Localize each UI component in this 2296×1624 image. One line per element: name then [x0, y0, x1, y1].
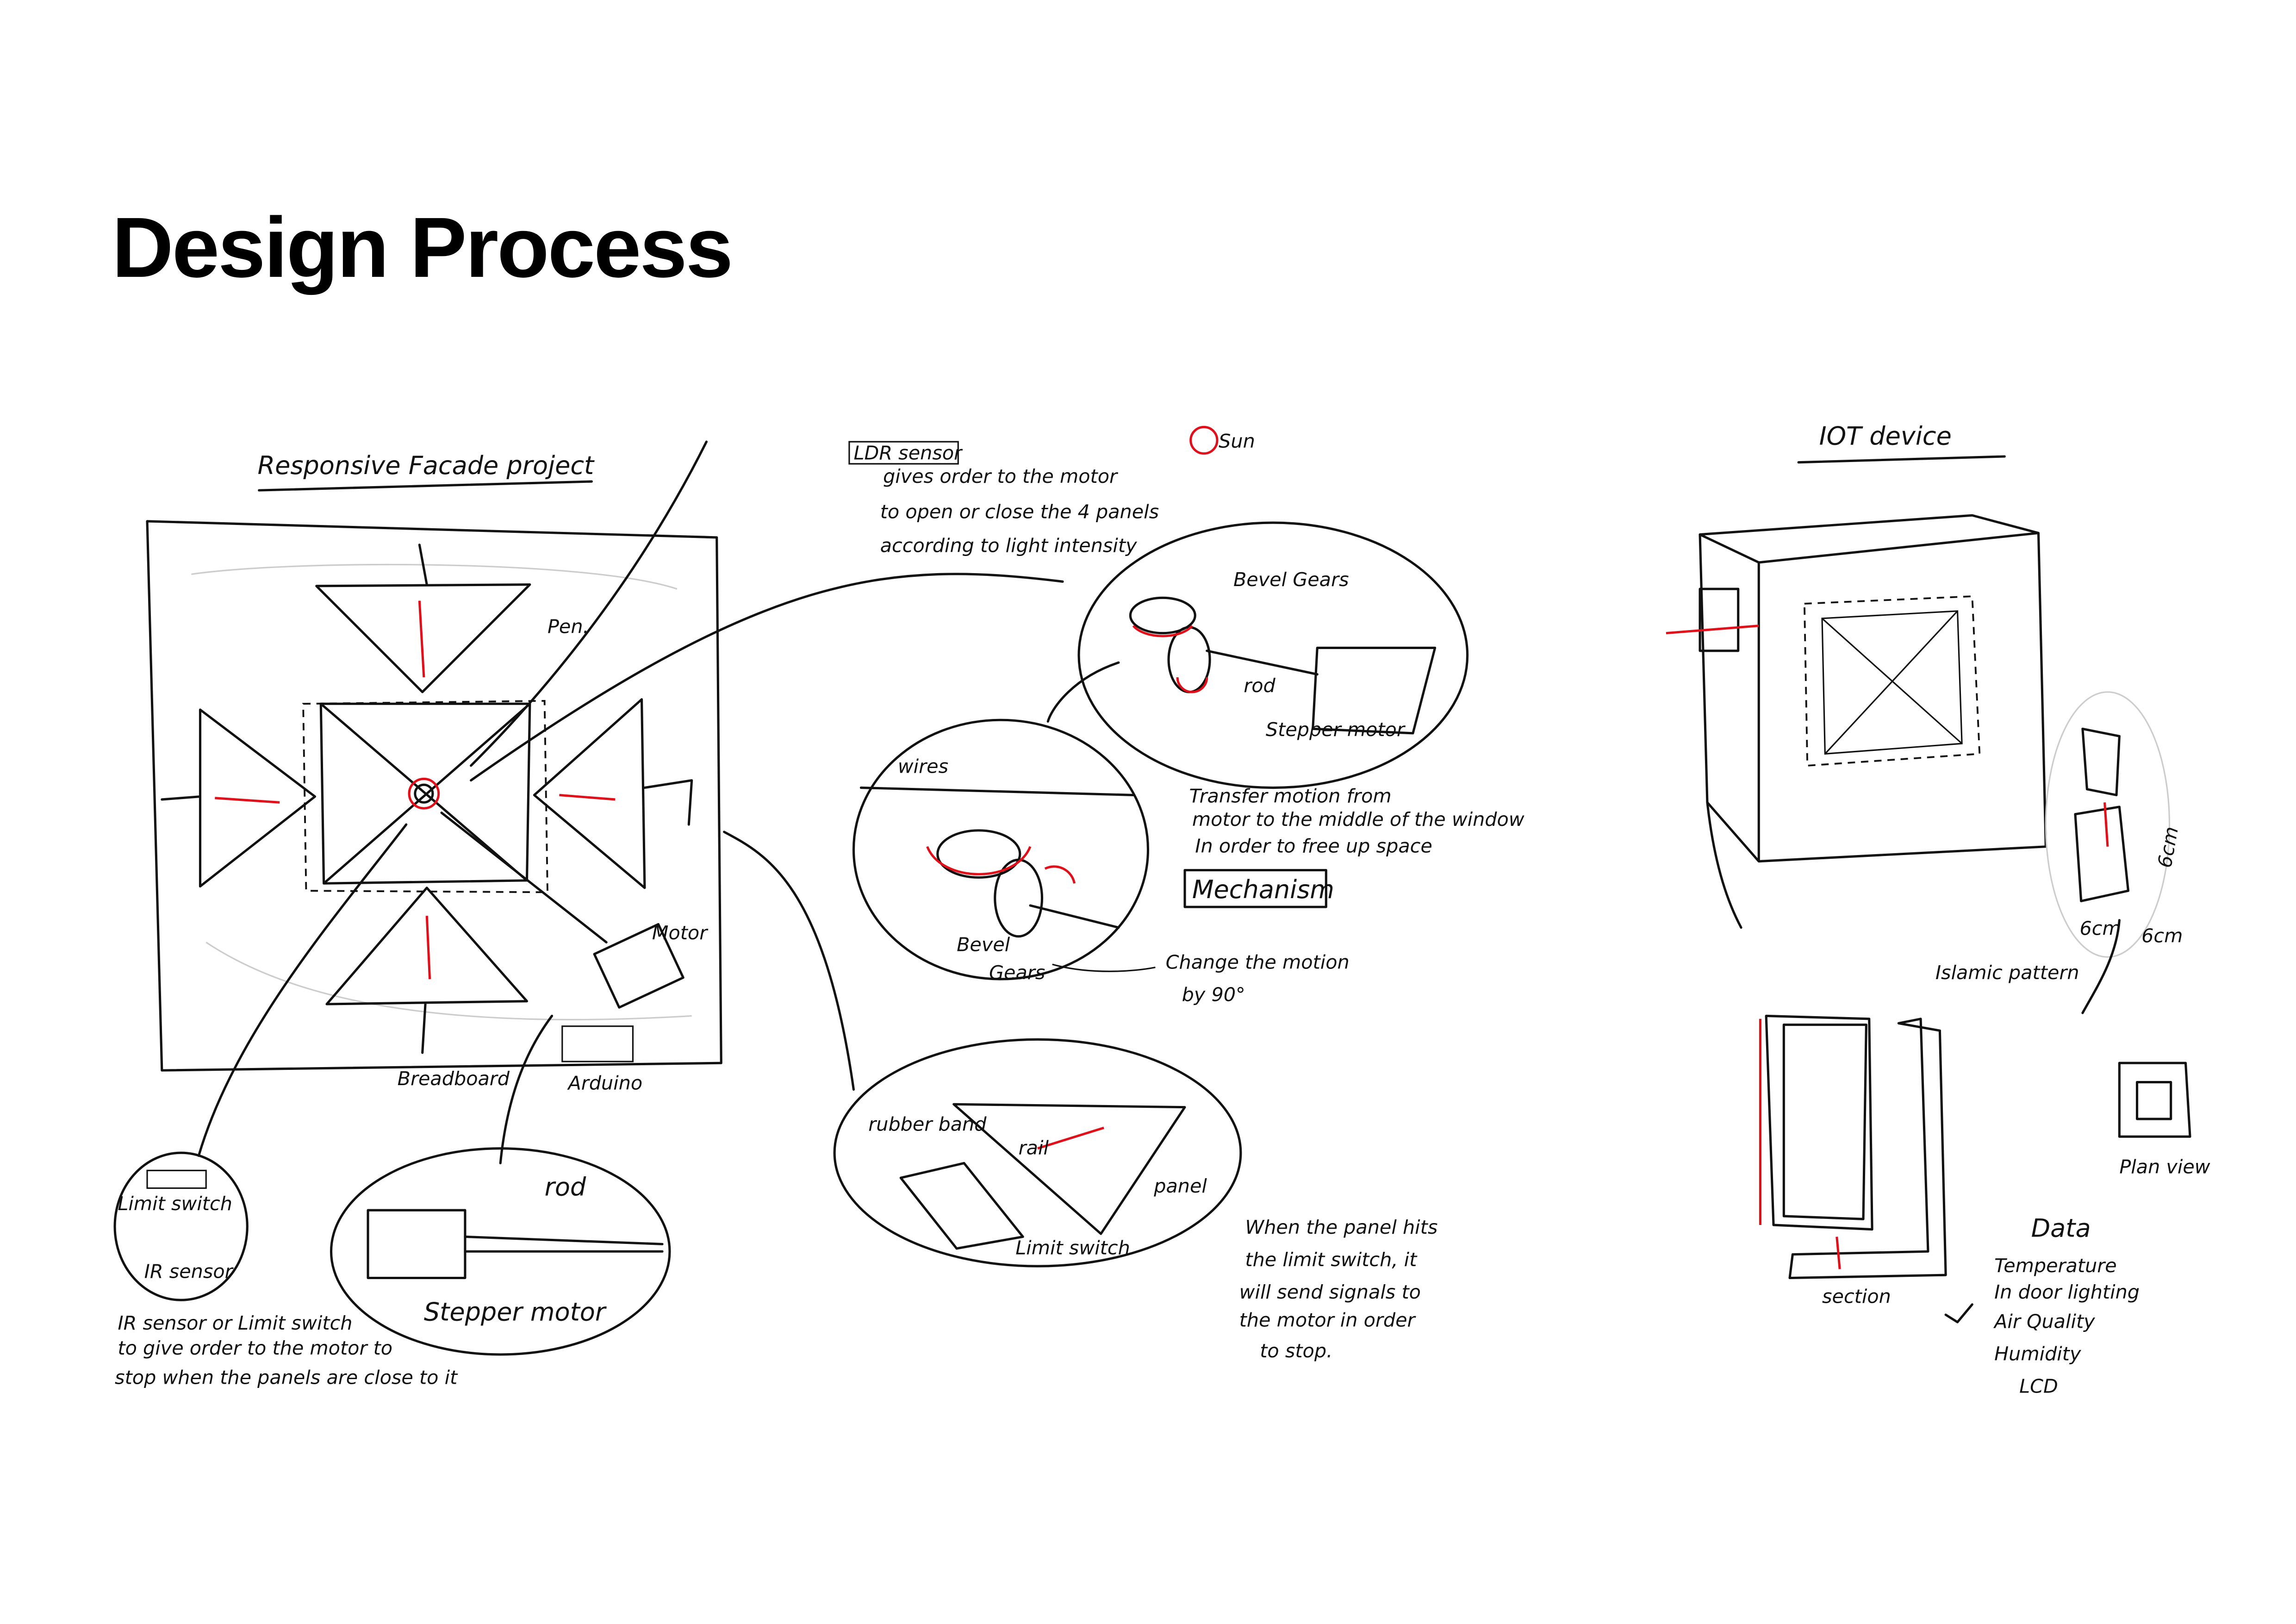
panel-limit-switch-sketch: rubber band rail panel Limit switch When…: [723, 831, 1437, 1362]
check-mark-icon: [1944, 1303, 1973, 1324]
ldr-note: LDR sensor gives order to the motor to o…: [470, 425, 1255, 782]
section-label: section: [1822, 1286, 1891, 1308]
stepper-rod-label: rod: [545, 1172, 586, 1201]
dim-1: 6cm: [2080, 918, 2121, 940]
dim-3: 6cm: [2153, 825, 2183, 869]
mechanism-sketch: wires Bevel Gears Mechanism Change the m…: [852, 718, 1350, 1006]
sensor-note-3: stop when the panels are close to it: [115, 1366, 458, 1388]
ldr-line-3: according to light intensity: [880, 535, 1137, 557]
data-item-humidity: Humidity: [1994, 1343, 2081, 1365]
facade-heading: Responsive Facade project: [258, 451, 595, 480]
bevel-gears-label: Bevel Gears: [1233, 568, 1349, 591]
stepper-motor-caption: Stepper motor: [424, 1298, 607, 1327]
rail-label: rail: [1019, 1137, 1049, 1159]
mechanism-heading: Mechanism: [1192, 875, 1334, 904]
wires-label: wires: [898, 756, 948, 778]
iot-heading: IOT device: [1819, 422, 1952, 451]
bevel-label: Bevel: [957, 934, 1010, 956]
stepper-detail-sketch: rod Stepper motor: [330, 1014, 671, 1356]
ir-sensor-label: IR sensor: [144, 1261, 234, 1283]
plan-view-label: Plan view: [2119, 1156, 2210, 1178]
rubber-band-label: rubber band: [868, 1113, 987, 1135]
data-item-temperature: Temperature: [1994, 1255, 2117, 1277]
limit-switch-label: Limit switch: [1015, 1237, 1130, 1259]
data-item-air-quality: Air Quality: [1993, 1311, 2095, 1333]
islamic-pattern-label: Islamic pattern: [1935, 962, 2079, 984]
rod-label: rod: [1244, 675, 1276, 697]
lcd-label: LCD: [2019, 1375, 2058, 1398]
pen-label: Pen.: [548, 616, 589, 638]
sensor-detail-sketch: Limit switch IR sensor IR sensor or Limi…: [113, 823, 458, 1388]
gear-note-2: motor to the middle of the window: [1192, 808, 1524, 831]
gear-note-3: In order to free up space: [1195, 835, 1432, 857]
data-item-lighting: In door lighting: [1994, 1281, 2140, 1303]
facade-plan-sketch: Responsive Facade project Pen. Motor Bre…: [146, 440, 722, 1094]
panel-note-2: the limit switch, it: [1245, 1249, 1418, 1271]
panel-note-3: will send signals to: [1239, 1281, 1421, 1303]
panel-note-4: the motor in order: [1239, 1309, 1417, 1331]
mechanism-note-1: Change the motion: [1166, 951, 1350, 974]
gears-label: Gears: [989, 962, 1045, 984]
arduino-label: Arduino: [567, 1072, 643, 1094]
gear-detail-sketch: Bevel Gears rod Stepper motor Transfer m…: [1046, 521, 1524, 857]
sensor-note-2: to give order to the motor to: [118, 1337, 392, 1359]
sun-label: Sun: [1219, 430, 1255, 452]
sensor-note-1: IR sensor or Limit switch: [118, 1312, 352, 1334]
motor-label: Motor: [652, 922, 709, 944]
dim-2: 6cm: [2141, 924, 2183, 947]
stepper-motor-label: Stepper motor: [1266, 718, 1406, 741]
page-title: Design Process: [112, 200, 732, 295]
panel-note-1: When the panel hits: [1245, 1216, 1437, 1238]
iot-device-sketch: IOT device 6cm 6cm 6cm Islamic pattern s…: [1666, 422, 2210, 1398]
breadboard-label: Breadboard: [398, 1068, 510, 1090]
ldr-line-2: to open or close the 4 panels: [880, 501, 1159, 523]
panel-label: panel: [1153, 1175, 1207, 1197]
sun-icon: [1189, 425, 1219, 455]
data-heading: Data: [2031, 1213, 2091, 1243]
sensor-limit-switch-label: Limit switch: [118, 1193, 232, 1215]
mechanism-note-2: by 90°: [1182, 984, 1245, 1006]
gear-note-1: Transfer motion from: [1189, 785, 1392, 807]
ldr-line-1: gives order to the motor: [883, 465, 1119, 487]
panel-note-5: to stop.: [1260, 1340, 1332, 1362]
ldr-box-label: LDR sensor: [853, 442, 963, 464]
